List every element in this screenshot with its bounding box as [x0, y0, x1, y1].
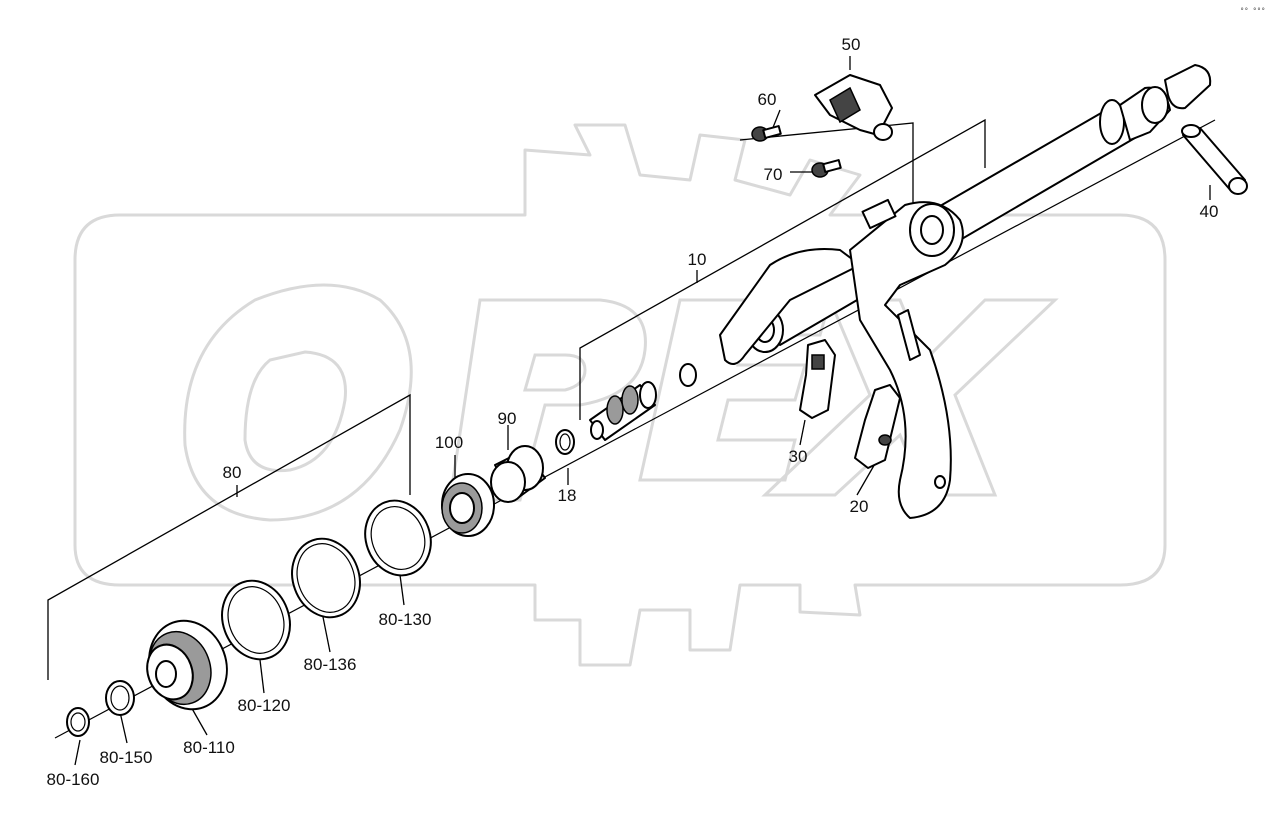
part-valve-spool	[589, 381, 657, 441]
part-80-150-washer	[105, 680, 135, 716]
part-80-160-clip	[66, 707, 90, 737]
label-18: 18	[558, 486, 577, 505]
part-80-136-ring	[291, 537, 361, 619]
label-80-136: 80-136	[304, 655, 357, 674]
label-90: 90	[498, 409, 517, 428]
label-30: 30	[789, 447, 808, 466]
part-10-shift-rail-fork	[719, 64, 1212, 519]
label-80-130: 80-130	[379, 610, 432, 629]
part-20-fork-pad	[854, 384, 901, 469]
part-50-bracket	[814, 74, 893, 141]
part-30-fork-pad	[799, 339, 836, 419]
part-40-detent-plunger	[1181, 124, 1248, 195]
part-80-120-ring	[221, 579, 291, 661]
label-80-150: 80-150	[100, 748, 153, 767]
part-80-110-piston	[146, 619, 228, 711]
part-labels: 50 60 70 40 10 30 20 90 18 100 80 80-130…	[47, 35, 1219, 789]
label-10: 10	[688, 250, 707, 269]
label-80-110: 80-110	[183, 738, 235, 757]
corner-mark: °° °°°	[1240, 7, 1265, 15]
part-circlip	[679, 363, 697, 387]
part-70-screw	[811, 159, 842, 178]
part-80-130-ring	[364, 499, 432, 577]
label-70: 70	[764, 165, 783, 184]
part-100-seal	[441, 473, 495, 537]
part-60-screw	[751, 125, 782, 142]
part-18-snap-ring	[555, 429, 575, 455]
part-90-sleeve	[490, 445, 546, 503]
label-60: 60	[758, 90, 777, 109]
label-20: 20	[850, 497, 869, 516]
label-100: 100	[435, 433, 463, 452]
label-80-160: 80-160	[47, 770, 100, 789]
label-40: 40	[1200, 202, 1219, 221]
label-80-120: 80-120	[238, 696, 291, 715]
label-50: 50	[842, 35, 861, 54]
label-80: 80	[223, 463, 242, 482]
